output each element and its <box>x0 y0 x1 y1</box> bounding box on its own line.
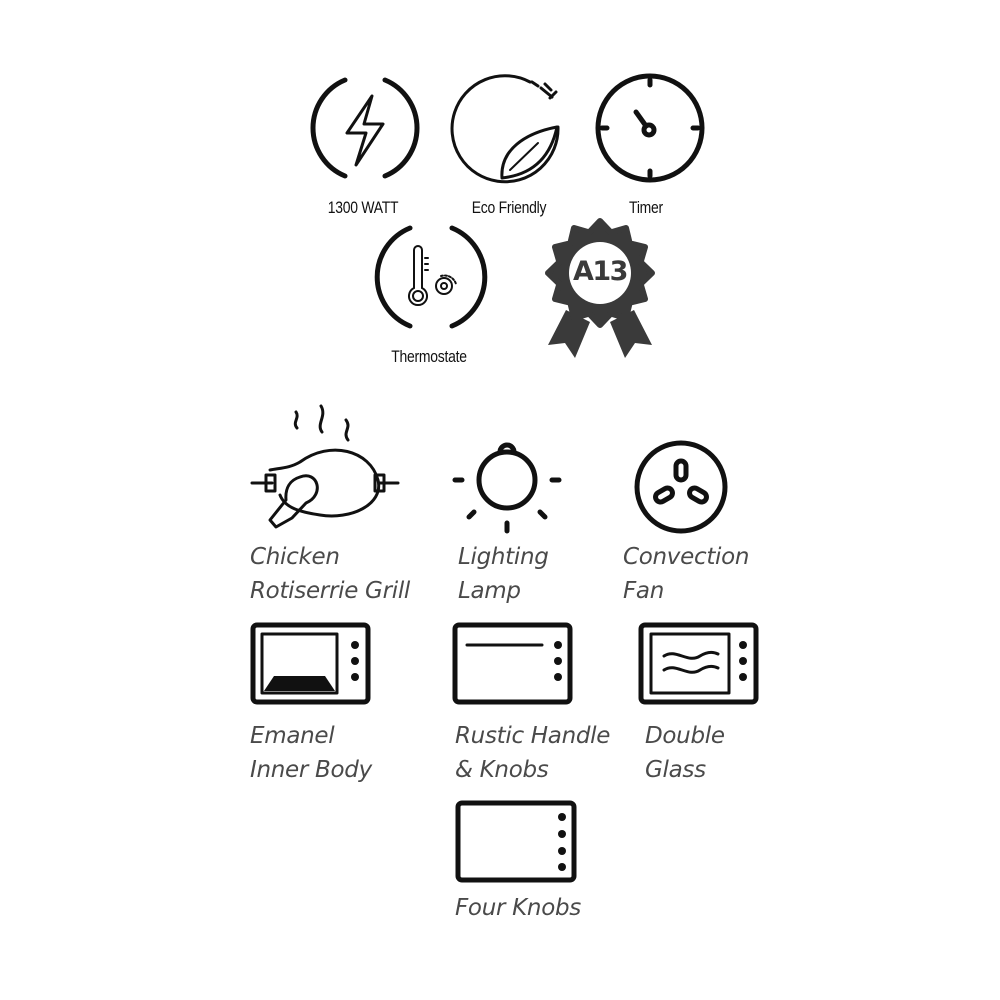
award-badge-icon <box>545 218 655 358</box>
oven-double-glass-icon <box>638 622 759 705</box>
feature-label-thermostate: Thermostate <box>391 347 467 366</box>
eco-leaf-plug-icon <box>450 74 560 184</box>
feature-label-rustic-handle-knobs: Rustic Handle& Knobs <box>455 723 611 783</box>
lamp-icon <box>452 442 562 534</box>
fan-icon <box>634 440 728 534</box>
feature-label-four-knobs: Four Knobs <box>455 895 581 921</box>
oven-four-knobs-icon <box>455 800 577 883</box>
rotisserie-chicken-icon <box>250 404 400 529</box>
thermometer-icon <box>374 225 488 329</box>
oven-enamel-icon <box>250 622 371 705</box>
feature-label-1300-watt: 1300 WATT <box>327 198 399 217</box>
feature-label-eco-friendly: Eco Friendly <box>471 198 547 217</box>
timer-icon <box>595 73 705 183</box>
oven-handle-icon <box>452 622 573 705</box>
lightning-icon <box>310 77 420 179</box>
feature-label-timer: Timer <box>629 198 663 217</box>
badge-text: A13 <box>573 256 628 287</box>
